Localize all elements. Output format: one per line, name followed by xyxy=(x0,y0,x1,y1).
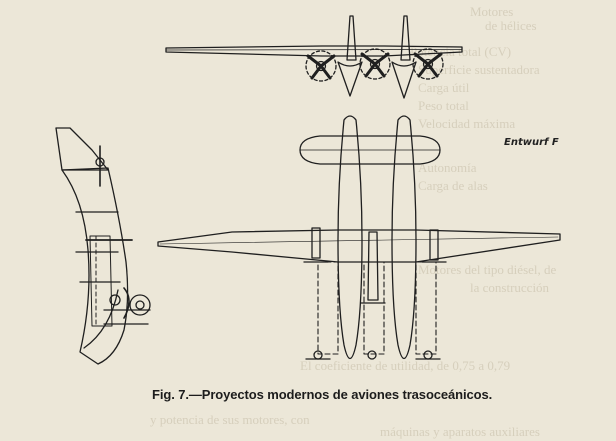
side-view-engine-lower-a xyxy=(109,294,121,306)
plan-view-dashed-mid xyxy=(363,261,385,355)
figure-caption: Fig. 7.—Proyectos modernos de aviones tr… xyxy=(152,387,493,402)
side-view-hull xyxy=(61,167,129,365)
plan-view-dashed-left xyxy=(317,261,339,355)
side-view-inner-box xyxy=(89,235,113,327)
ghost-text-9: Carga de alas xyxy=(418,178,488,193)
plan-view-float-mid xyxy=(367,350,377,360)
plan-view-hull-right xyxy=(391,115,417,360)
front-view-hull-left xyxy=(337,61,363,97)
ghost-text-11: la construcción xyxy=(470,280,550,295)
front-view-prop-1 xyxy=(305,50,337,82)
plan-view-engine-1 xyxy=(311,227,321,259)
ghost-text-7: Velocidad máxima xyxy=(418,116,516,131)
ghost-text-1: Motores xyxy=(470,4,514,19)
front-view-fin-left xyxy=(346,15,357,61)
plan-view-wing xyxy=(157,229,561,263)
plan-view-nacelle-center xyxy=(367,231,379,301)
front-view-blade-d xyxy=(373,52,390,78)
front-view-blade-e xyxy=(413,52,430,78)
side-view-engine-lower-b xyxy=(129,294,151,316)
ghost-text-10: Motores del tipo diésel, de xyxy=(418,262,557,277)
plan-view-dashed-right xyxy=(415,261,437,355)
front-view-wing xyxy=(165,45,463,57)
side-view-keel xyxy=(83,289,119,349)
front-view-blade-f xyxy=(426,52,443,78)
ghost-text-2: de hélices xyxy=(485,18,537,33)
ghost-text-14: máquinas y aparatos auxiliares xyxy=(380,424,540,439)
ghost-text-8: Autonomía xyxy=(418,160,477,175)
plan-view-engine-2 xyxy=(429,229,439,261)
plan-view-hull-left xyxy=(337,115,363,360)
front-view-hull-right xyxy=(391,61,417,99)
plan-view-float-left xyxy=(313,350,323,360)
ghost-text-6: Peso total xyxy=(418,98,469,113)
front-view-prop-3 xyxy=(412,48,444,80)
ghost-text-13: y potencia de sus motores, con xyxy=(150,412,310,427)
front-view xyxy=(165,15,463,99)
front-view-blade-c xyxy=(360,52,377,78)
front-view-blade-a xyxy=(306,54,323,80)
front-view-blade-b xyxy=(319,54,336,80)
front-view-hub-2 xyxy=(369,58,381,70)
side-view-prop-lower xyxy=(123,287,130,319)
front-view-fin-right xyxy=(400,15,411,61)
ghost-text-12: El coeficiente de utilidad, de 0,75 a 0,… xyxy=(300,358,511,373)
front-view-hub-3 xyxy=(422,58,434,70)
side-view-engine-upper xyxy=(95,157,105,167)
design-label: Entwurf F xyxy=(504,137,559,148)
plan-view xyxy=(157,115,561,360)
plan-view-float-right xyxy=(423,350,433,360)
plan-view-wing-spar xyxy=(159,236,559,245)
front-view-prop-2 xyxy=(359,48,391,80)
front-view-hub-1 xyxy=(315,60,327,72)
front-view-wing-inner xyxy=(165,49,463,51)
ghost-text-5: Carga útil xyxy=(418,80,470,95)
side-view xyxy=(55,127,151,365)
ghost-text-4: Superficie sustentadora xyxy=(418,62,540,77)
side-view-engine-lower-c xyxy=(135,300,145,310)
